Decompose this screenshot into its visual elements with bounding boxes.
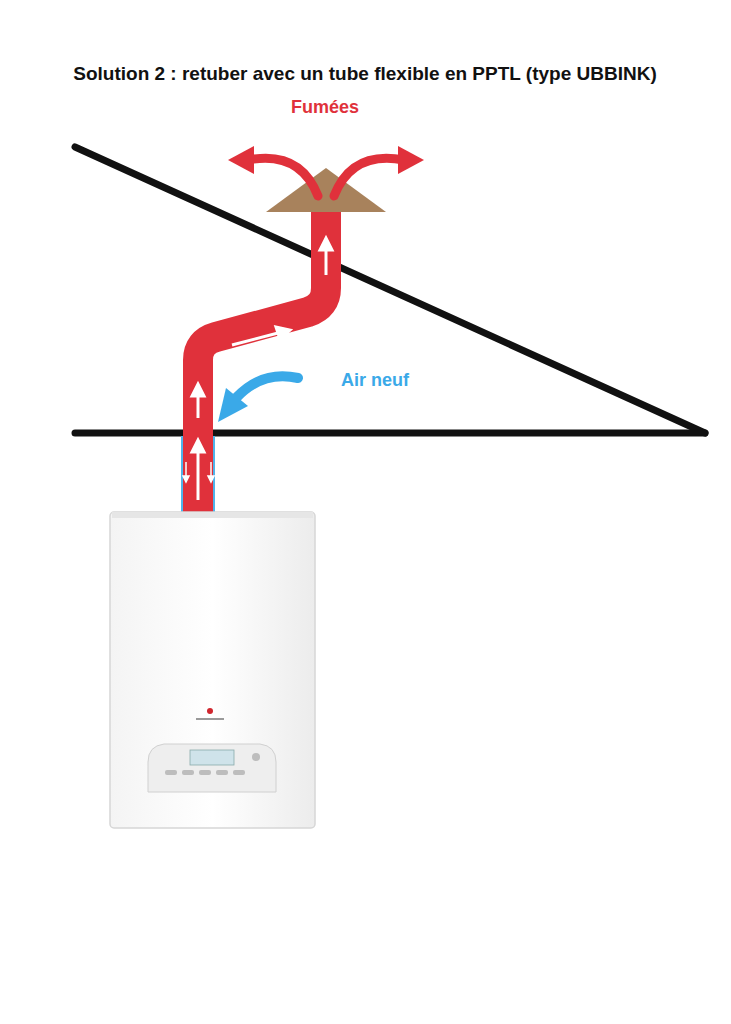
roof-slope (75, 147, 705, 433)
air-arrows (183, 462, 214, 482)
diagram-title-holder: Solution 2 : retuber avec un tube flexib… (73, 63, 656, 85)
fumes-arrowhead (228, 146, 254, 174)
chimney-cap (266, 168, 386, 212)
fumes-arrowhead (398, 146, 424, 174)
air-label-holder: Air neuf (341, 370, 409, 391)
brand-logo (207, 708, 213, 714)
flow-arrows (192, 238, 332, 500)
control-buttons (165, 753, 260, 775)
air-label: Air neuf (341, 370, 409, 390)
air-arrowhead (218, 388, 248, 422)
brand-logo (196, 718, 224, 720)
ceiling-line (75, 430, 705, 437)
fumes-arrows (248, 158, 404, 196)
boiler-body (110, 512, 315, 828)
control-panel (148, 744, 276, 792)
fumes-label: Fumées (291, 97, 359, 117)
flue-pipe (198, 212, 326, 514)
boiler-top (112, 512, 313, 518)
display-screen (190, 750, 234, 765)
diagram-title: Solution 2 : retuber avec un tube flexib… (73, 63, 656, 84)
fumes-label-holder: Fumées (291, 97, 359, 118)
air-arrow (236, 376, 298, 398)
